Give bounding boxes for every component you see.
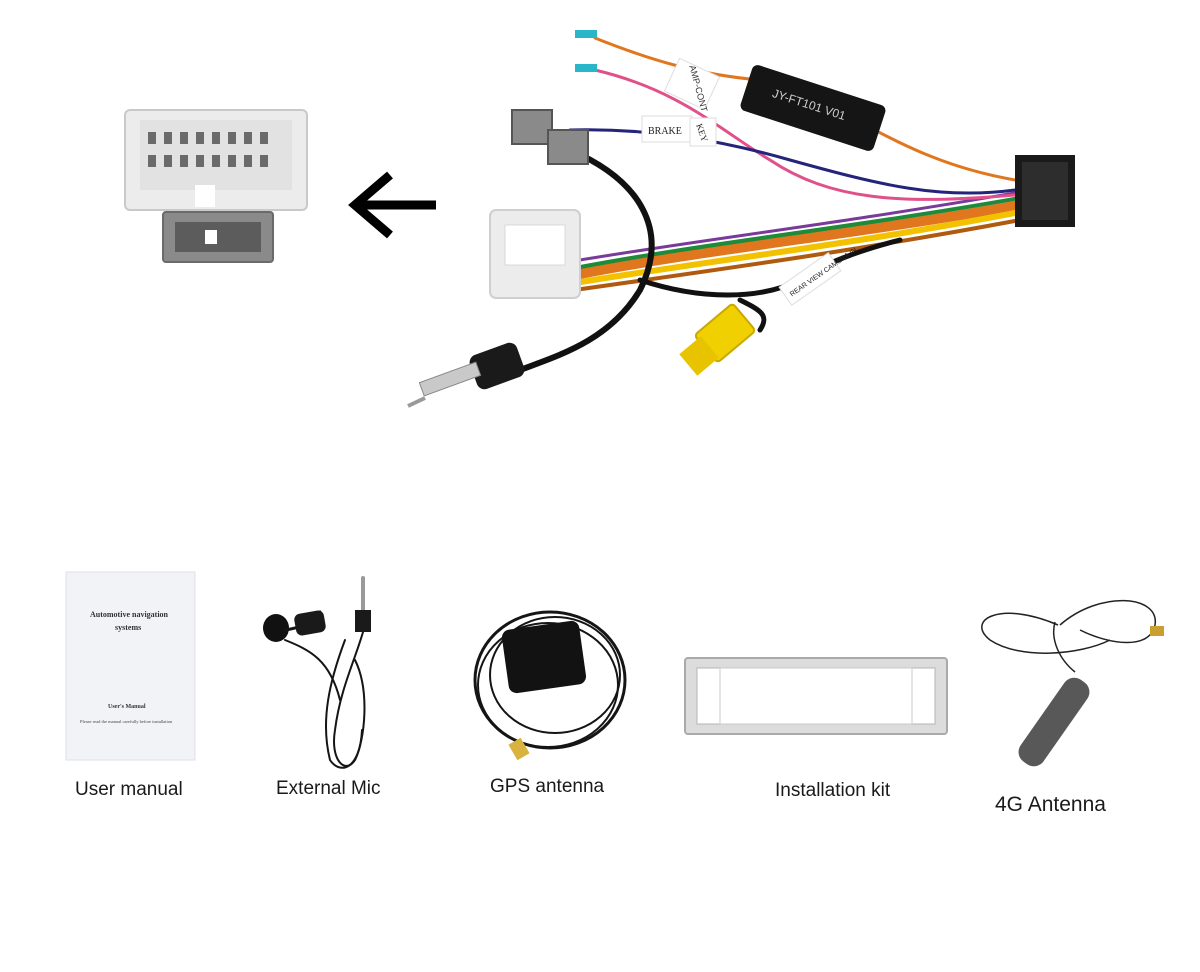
- antenna-4g-image: [981, 599, 1164, 767]
- brake-flag: BRAKE: [641, 115, 693, 143]
- harness-white-connector: [489, 209, 581, 299]
- manual-note: Please read the manual carefully before …: [80, 719, 173, 724]
- grey-plug: [511, 109, 589, 165]
- external-mic-image: [263, 576, 371, 769]
- manual-title-line2: systems: [115, 623, 141, 632]
- brake-label: BRAKE: [648, 126, 682, 137]
- caption-external-mic: External Mic: [276, 778, 381, 799]
- caption-user-manual: User manual: [75, 779, 183, 800]
- caption-gps-antenna: GPS antenna: [490, 776, 605, 797]
- manual-subtitle: User's Manual: [108, 704, 146, 710]
- caption-installation-kit: Installation kit: [775, 780, 891, 801]
- wire-tip-icon: [575, 30, 597, 38]
- wiring-harness: [517, 36, 1025, 373]
- left-arrow-icon: [348, 171, 436, 239]
- module-box: JY-FT101 V01: [740, 65, 886, 151]
- manual-title-line1: Automotive navigation: [90, 610, 169, 619]
- installation-kit-image: [684, 657, 948, 735]
- gps-antenna-image: [473, 610, 627, 761]
- amp-flag: AMP-CONT: [663, 57, 721, 113]
- radio-antenna-plug: [407, 342, 525, 408]
- key-flag: KEY: [689, 117, 717, 147]
- wire-tip-icon: [575, 64, 597, 72]
- harness-black-connector: [1015, 155, 1075, 227]
- user-manual-image: Automotive navigation systems User's Man…: [65, 571, 196, 761]
- caption-4g-antenna: 4G Antenna: [995, 793, 1106, 816]
- rca-yellow-connector: [679, 303, 756, 376]
- vehicle-connector: [124, 109, 308, 263]
